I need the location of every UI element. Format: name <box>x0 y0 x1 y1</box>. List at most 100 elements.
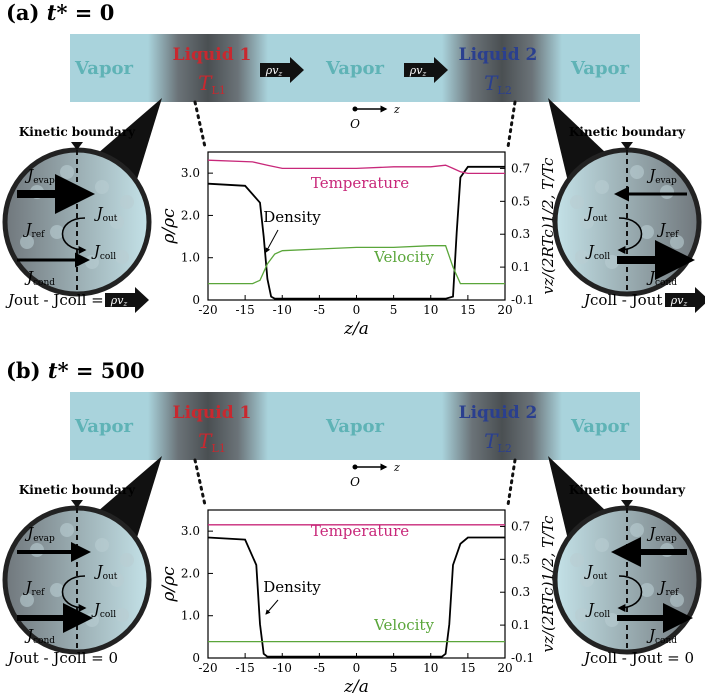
x-tick-label: 20 <box>497 661 512 675</box>
J-sub: coll <box>100 610 116 620</box>
annotation-velocity: Velocity <box>373 616 434 634</box>
liquid2-label: Liquid 2 <box>459 403 538 423</box>
density-pointer <box>265 229 279 253</box>
flux-arrow-label: ρvz <box>409 64 427 78</box>
series-line-density <box>207 165 505 300</box>
y-tick-label-right: 0.1 <box>511 260 530 274</box>
J-sub: evap <box>655 176 677 186</box>
molecule <box>115 250 129 264</box>
molecule <box>50 583 64 597</box>
x-tick-label: -15 <box>235 661 254 675</box>
y-tick-label-right: 0.5 <box>511 552 530 566</box>
T-symbol: T <box>198 71 213 95</box>
panel-label-var: t* <box>48 358 69 383</box>
vapor-mid-label: Vapor <box>325 416 385 437</box>
J-evap-label: Jevap <box>24 166 55 186</box>
J-symbol: J <box>91 242 101 260</box>
J-sub: cond <box>33 278 55 288</box>
density-pointer <box>265 599 279 615</box>
molecule <box>640 225 654 239</box>
x-tick-label: -20 <box>198 661 217 675</box>
J-symbol: J <box>646 268 656 286</box>
zoom-connector <box>506 100 517 149</box>
liquid2-region <box>442 392 562 460</box>
J-out-label: Jout <box>584 204 608 224</box>
y-tick-label-left: 2.0 <box>181 566 200 580</box>
left-balance-eq: Jout - Jcoll = 0 <box>5 649 118 667</box>
J-ref-label: Jref <box>23 220 46 240</box>
J-sub: cond <box>33 636 55 646</box>
liquid1-region <box>148 34 268 102</box>
origin-label: O <box>350 475 360 489</box>
J-ref-label: Jref <box>657 220 680 240</box>
molecule <box>120 553 134 567</box>
J-sub: cond <box>655 636 677 646</box>
flux-rho-v: ρv <box>110 294 124 307</box>
J-symbol: J <box>23 220 33 238</box>
y-tick-label-left: 1.0 <box>181 609 200 623</box>
liquid1-temp: TL1 <box>198 71 226 97</box>
J-sub: ref <box>32 230 46 240</box>
J-symbol: J <box>646 166 656 184</box>
panel-label-eq: = 0 <box>67 0 114 25</box>
vapor-right-label: Vapor <box>570 416 630 437</box>
J-evap-label: Jevap <box>646 524 677 544</box>
panel-label-prefix: (a) <box>6 0 47 25</box>
J-symbol: J <box>5 649 15 667</box>
x-tick-label: -10 <box>273 661 292 675</box>
annotation-velocity: Velocity <box>373 248 434 266</box>
kinetic-boundary-title: Kinetic boundary <box>19 125 136 139</box>
annotation-temperature: Temperature <box>311 174 409 192</box>
molecule <box>595 538 609 552</box>
J-sub: evap <box>33 534 55 544</box>
x-tick-label: -5 <box>314 303 326 317</box>
annotation-density: Density <box>263 208 321 226</box>
J-symbol: J <box>24 626 34 644</box>
balance-tail: coll = 0 <box>59 649 118 667</box>
zoom-connector <box>193 100 207 149</box>
balance-tail: out = 0 <box>638 649 694 667</box>
left-balance-eq: Jout - Jcoll = <box>5 291 104 309</box>
reflection-arrow <box>61 217 87 254</box>
molecule <box>630 523 644 537</box>
reflection-arrow <box>617 217 643 254</box>
J-out-label: Jout <box>94 204 118 224</box>
molecule <box>570 195 584 209</box>
molecule <box>575 250 589 264</box>
liquid2-temp: TL2 <box>484 429 512 455</box>
x-tick-label: 20 <box>497 303 512 317</box>
series-line-temperature <box>207 159 505 175</box>
molecule <box>580 215 594 229</box>
panel-label-prefix: (b) <box>6 358 48 383</box>
x-tick-label: 5 <box>390 661 398 675</box>
balance-tail: coll = <box>59 291 103 309</box>
panel-label: (a) t* = 0 <box>6 0 114 25</box>
J-ref-label: Jref <box>657 578 680 598</box>
vapor-left-label: Vapor <box>74 416 134 437</box>
J-evap-label: Jevap <box>24 524 55 544</box>
y-tick-label-left: 3.0 <box>181 166 200 180</box>
molecule <box>50 225 64 239</box>
molecule <box>575 608 589 622</box>
y-tick-label-right: 0.7 <box>511 161 530 175</box>
J-symbol: J <box>657 578 667 596</box>
molecule <box>660 185 674 199</box>
J-ref-label: Jref <box>23 578 46 598</box>
flux-arrow-icon <box>404 57 448 83</box>
right-balance-eq: Jcoll - Jout = 0 <box>581 649 694 667</box>
J-coll-label: Jcoll <box>91 600 116 620</box>
y-tick-label-right: 0.1 <box>511 618 530 632</box>
flux-rho-v: ρv <box>670 294 684 307</box>
y-tick-label-right: -0.1 <box>511 651 534 665</box>
molecule <box>95 538 109 552</box>
balance-text: out - J <box>14 291 59 309</box>
x-tick-label: -10 <box>273 303 292 317</box>
panel-label: (b) t* = 500 <box>6 358 145 383</box>
y-tick-label-left: 0 <box>192 651 200 665</box>
liquid2-temp: TL2 <box>484 71 512 97</box>
y-tick-label-left: 0 <box>192 293 200 307</box>
J-symbol: J <box>585 600 595 618</box>
